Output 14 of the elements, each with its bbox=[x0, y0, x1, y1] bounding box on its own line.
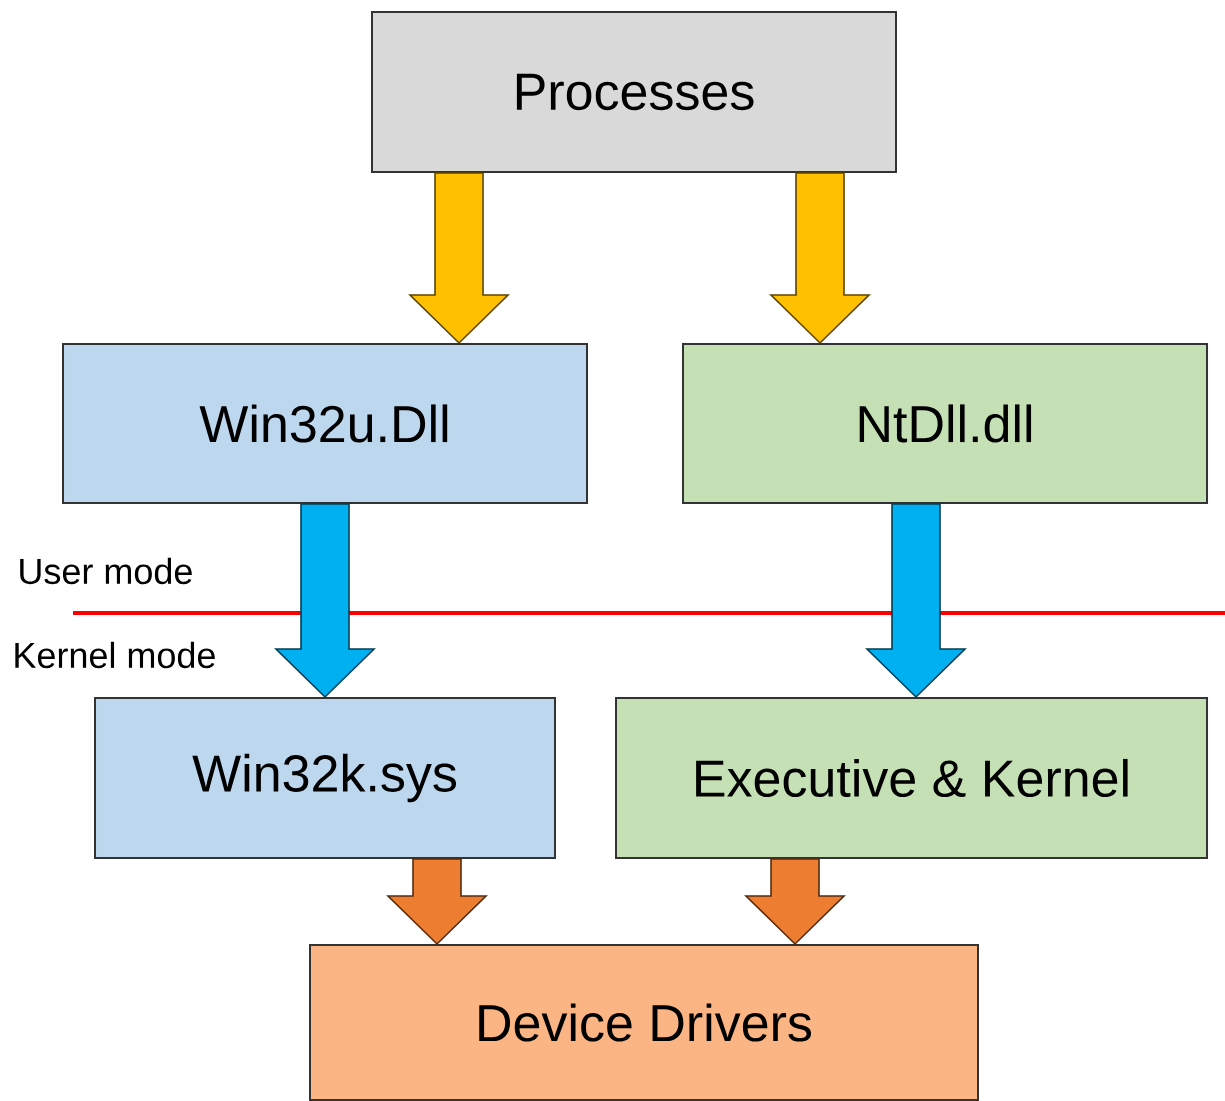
block-arrow bbox=[769, 172, 871, 345]
mode-label: Kernel mode bbox=[15, 641, 215, 669]
block-arrow bbox=[744, 858, 846, 946]
process-box: Win32k.sys bbox=[94, 697, 556, 859]
block-arrow bbox=[408, 172, 510, 345]
process-box: Processes bbox=[371, 11, 897, 173]
block-arrow bbox=[274, 503, 376, 699]
process-box: NtDll.dll bbox=[682, 343, 1208, 504]
mode-label: User mode bbox=[20, 557, 192, 585]
process-box: Win32u.Dll bbox=[62, 343, 588, 504]
process-box: Executive & Kernel bbox=[615, 697, 1208, 859]
process-box: Device Drivers bbox=[309, 944, 979, 1101]
block-arrow bbox=[865, 503, 967, 699]
block-arrow bbox=[386, 858, 488, 946]
